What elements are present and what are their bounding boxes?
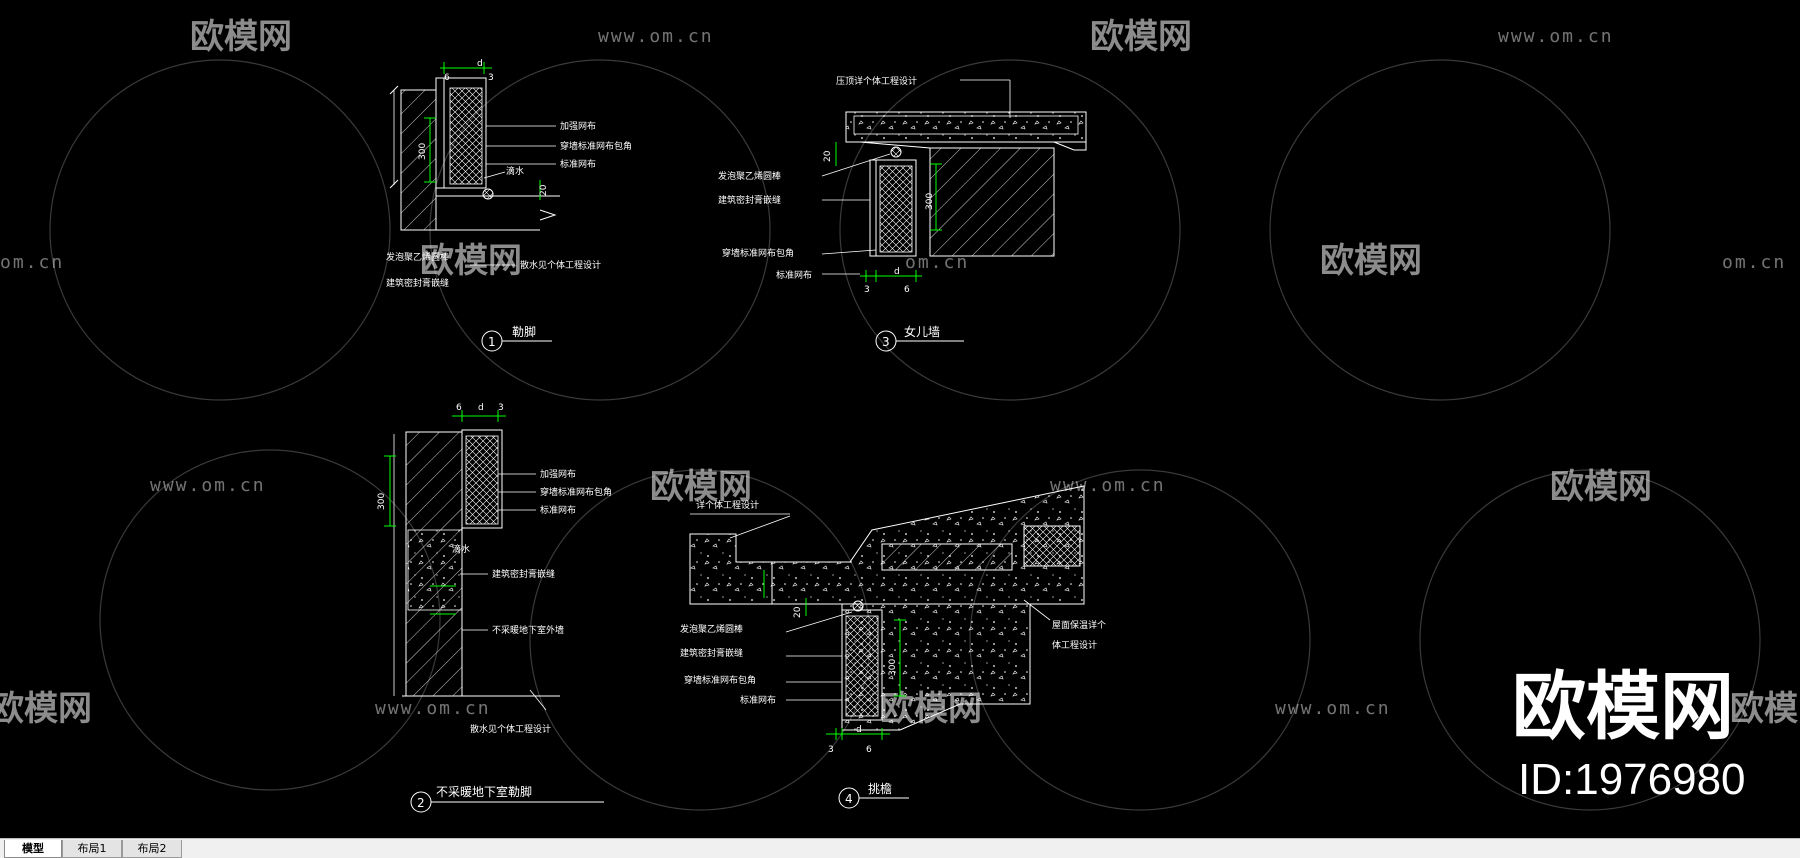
detail-number: 3 [882,335,890,349]
label-sealant: 建筑密封膏嵌缝 [718,194,781,206]
label-corner-mesh: 穿墙标准网布包角 [540,486,612,498]
watermark-url: www.om.cn [1498,26,1614,47]
drawing-canvas[interactable]: 欧模网 欧模网 欧模网 欧模网 欧模网 欧模网 欧模网 欧模网 欧模网 www.… [0,0,1800,838]
label-pe-rod: 发泡聚乙烯圆棒 [680,623,743,635]
label-corner-mesh: 穿墙标准网布包角 [560,140,632,152]
label-standard-mesh: 标准网布 [560,158,596,170]
watermark-texts: 欧模网 欧模网 欧模网 欧模网 欧模网 欧模网 欧模网 欧模网 欧模网 www.… [0,17,1800,729]
dim-300: 300 [888,659,898,676]
label-drip: 滴水 [452,543,470,555]
detail-title: 挑檐 [868,782,892,796]
label-standard-mesh: 标准网布 [776,269,812,281]
watermark-brand: 欧模网 [190,17,292,57]
watermark-brand: 欧模网 [1730,689,1800,729]
dim-right: 6 [904,285,910,295]
dim-left: 3 [828,745,834,755]
label-roof-insulation: 屋面保温详个 [1052,619,1106,631]
dim-left: 6 [444,73,450,83]
label-coping: 压顶详个体工程设计 [836,75,917,87]
watermark-brand: 欧模网 [420,241,522,281]
label-standard-mesh: 标准网布 [740,694,776,706]
tab-layout1[interactable]: 布局1 [62,840,122,858]
label-roof-insulation-2: 体工程设计 [1052,639,1097,651]
watermark-url: om.cn [905,252,969,273]
detail-number: 1 [488,335,496,349]
watermark-url: om.cn [0,252,64,273]
tab-layout2[interactable]: 布局2 [122,840,182,858]
detail-1-plinth[interactable]: 300 d 6 3 20 加强网布 穿墙标准网布包角 标准网布 滴水 发泡聚乙烯… [386,59,632,352]
label-apron: 散水见个体工程设计 [520,259,601,271]
watermark-brand: 欧模网 [0,689,92,729]
detail-3-parapet[interactable]: 300 d 3 6 20 压顶详个体工程设计 发泡聚乙烯圆棒 建筑密封膏嵌缝 穿… [718,75,1087,352]
label-reinforce-mesh: 加强网布 [540,468,576,480]
watermark-id: ID:1976980 [1518,755,1746,804]
dim-right: 3 [488,73,494,83]
watermark-url: www.om.cn [150,475,266,496]
label-apron: 散水见个体工程设计 [470,723,551,735]
label-design: 详个体工程设计 [696,499,759,511]
dim-300: 300 [925,193,935,210]
detail-title: 不采暖地下室勒脚 [436,784,532,799]
dim-right: 3 [498,403,504,413]
dim-20: 20 [823,150,833,162]
layout-tab-bar: 模型 布局1 布局2 [0,838,1800,858]
watermark-circles [49,59,1761,811]
label-sealant: 建筑密封膏嵌缝 [492,568,555,580]
detail-4-eaves[interactable]: 300 d 3 6 20 详个体工程设计 发泡聚乙烯圆棒 建筑密封膏嵌缝 穿墙标… [680,485,1106,809]
label-drip: 滴水 [506,165,524,177]
dim-300: 300 [377,493,387,510]
dim-20: 20 [539,184,549,196]
label-pe-rod: 发泡聚乙烯圆棒 [386,251,449,263]
watermark-brand: 欧模网 [1320,241,1422,281]
label-sealant: 建筑密封膏嵌缝 [680,647,743,659]
label-corner-mesh: 穿墙标准网布包角 [684,674,756,686]
detail-2-basement-plinth[interactable]: 300 d 6 3 加强网布 穿墙标准网布包角 标准网布 滴水 建筑密封膏嵌缝 … [377,403,612,813]
dim-left: 6 [456,403,462,413]
dim-d: d [477,59,483,69]
label-pe-rod: 发泡聚乙烯圆棒 [718,170,781,182]
dim-300: 300 [418,143,428,160]
label-standard-mesh: 标准网布 [540,504,576,516]
label-corner-mesh: 穿墙标准网布包角 [722,247,794,259]
detail-number: 2 [417,796,425,810]
dim-right: 6 [866,745,872,755]
label-sealant: 建筑密封膏嵌缝 [386,277,449,289]
label-reinforce-mesh: 加强网布 [560,120,596,132]
tab-model[interactable]: 模型 [4,840,62,858]
detail-title: 女儿墙 [904,324,940,339]
dim-d: d [478,403,484,413]
watermark-brand: 欧模网 [650,467,752,507]
watermark-url: www.om.cn [1275,698,1391,719]
drawing-svg: 欧模网 欧模网 欧模网 欧模网 欧模网 欧模网 欧模网 欧模网 欧模网 www.… [0,17,1800,813]
watermark-url: www.om.cn [598,26,714,47]
watermark-url: om.cn [1722,252,1786,273]
dim-d: d [856,725,862,735]
watermark-brand-large: 欧模网 [1512,664,1734,750]
dim-left: 3 [864,285,870,295]
watermark-url: www.om.cn [375,698,491,719]
detail-number: 4 [845,792,853,806]
dim-d: d [894,267,900,277]
watermark-brand: 欧模网 [1090,17,1192,57]
detail-title: 勒脚 [512,324,536,339]
dim-20: 20 [793,606,803,618]
label-basement-wall: 不采暖地下室外墙 [492,624,564,636]
watermark-brand: 欧模网 [1550,467,1652,507]
